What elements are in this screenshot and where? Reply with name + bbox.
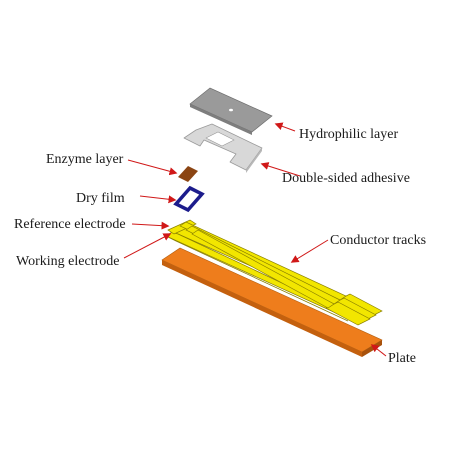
label-working-electrode: Working electrode xyxy=(16,254,119,269)
dry-film-layer xyxy=(173,185,205,213)
arrow-dry-film xyxy=(139,195,177,204)
dry-film-frame xyxy=(173,185,205,213)
enzyme-square xyxy=(178,166,198,182)
diagram-labels: Hydrophilic layer Enzyme layer Double-si… xyxy=(14,127,426,366)
label-hydrophilic-layer: Hydrophilic layer xyxy=(299,127,398,142)
working-electrode-track xyxy=(165,231,353,319)
arrow-hydrophilic-layer xyxy=(274,122,296,132)
arrow-reference-electrode xyxy=(131,221,170,230)
hydrophilic-front-face xyxy=(190,104,252,135)
label-double-sided-adhesive: Double-sided adhesive xyxy=(282,171,410,186)
arrow-plate xyxy=(370,344,387,357)
plate-front-face xyxy=(162,260,362,357)
arrow-double-sided-adhesive xyxy=(260,162,301,177)
label-plate: Plate xyxy=(388,351,416,366)
enzyme-layer xyxy=(178,166,198,182)
conductor-tracks-fill xyxy=(165,219,383,326)
adhesive-thickness xyxy=(246,148,262,173)
track-long-3 xyxy=(191,229,335,309)
label-dry-film: Dry film xyxy=(76,191,125,206)
arrow-conductor-tracks xyxy=(290,239,329,263)
adhesive-slot-inner xyxy=(205,131,235,147)
leader-arrows xyxy=(123,122,387,357)
hydrophilic-vent-hole xyxy=(229,108,233,112)
adhesive-sheet xyxy=(183,123,263,171)
hydrophilic-layer xyxy=(189,87,273,135)
double-sided-adhesive-layer xyxy=(183,123,263,173)
label-enzyme-layer: Enzyme layer xyxy=(46,152,124,167)
arrow-working-electrode xyxy=(123,233,172,259)
arrow-enzyme-layer xyxy=(127,159,178,176)
label-conductor-tracks: Conductor tracks xyxy=(330,233,426,248)
conductor-tracks-layer xyxy=(165,219,383,326)
label-reference-electrode: Reference electrode xyxy=(14,217,126,232)
